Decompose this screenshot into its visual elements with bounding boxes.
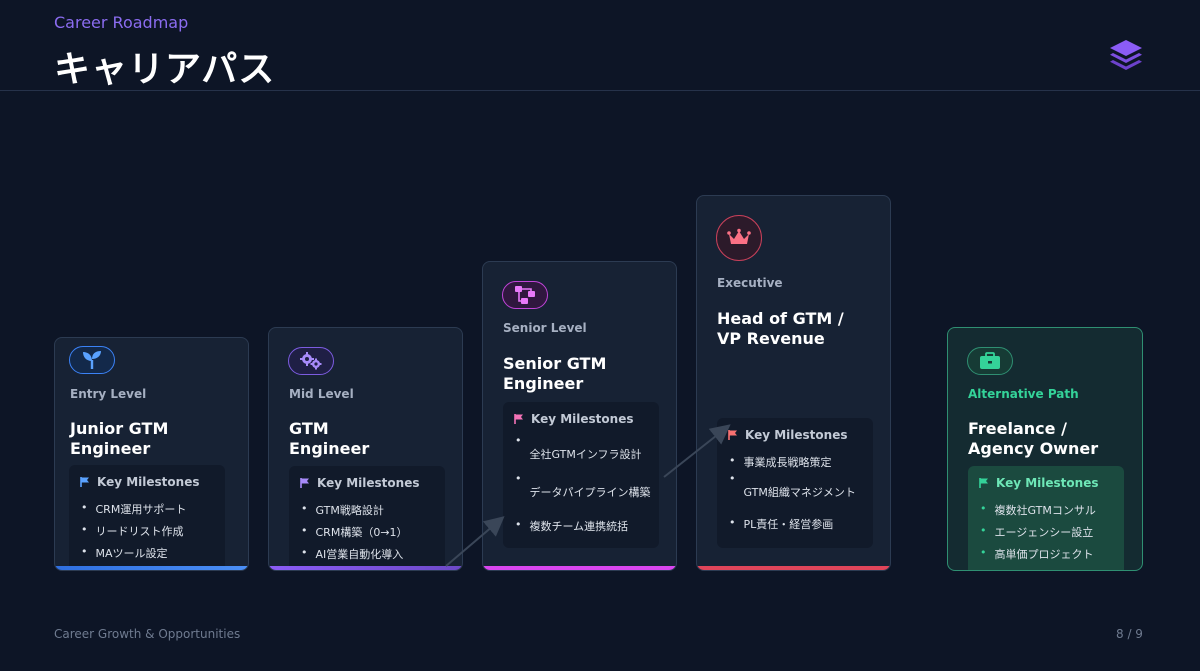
network-icon bbox=[515, 286, 535, 304]
milestone-item: •MAツール設定 bbox=[81, 545, 168, 560]
layers-icon bbox=[1110, 40, 1142, 70]
milestone-item: •CRM運用サポート bbox=[81, 501, 187, 516]
milestones-header: Key Milestones bbox=[79, 475, 199, 489]
milestone-item: •GTM組織マネジメント bbox=[729, 472, 856, 499]
role-title-line1: Head of GTM / bbox=[717, 309, 844, 328]
milestone-text: 高単価プロジェクト bbox=[994, 548, 1094, 561]
career-level: Mid Level bbox=[289, 387, 354, 401]
milestones-box: Key Milestones •全社GTMインフラ設計 •データパイプライン構築… bbox=[503, 402, 659, 548]
role-title: Junior GTM Engineer bbox=[70, 419, 168, 459]
milestone-text: AI営業自動化導入 bbox=[315, 548, 404, 561]
milestone-item: •高単価プロジェクト bbox=[980, 546, 1094, 561]
milestones-header: Key Milestones bbox=[513, 412, 633, 426]
icon-pill bbox=[967, 347, 1013, 375]
role-title-line2: Engineer bbox=[70, 439, 151, 458]
crown-icon bbox=[727, 228, 751, 244]
slide-header: Career Roadmap キャリアパス bbox=[0, 0, 1200, 91]
icon-pill bbox=[288, 347, 334, 375]
role-title-line2: VP Revenue bbox=[717, 329, 825, 348]
milestone-text: CRM運用サポート bbox=[95, 503, 187, 516]
flag-icon bbox=[514, 414, 523, 424]
role-title: Senior GTM Engineer bbox=[503, 354, 606, 394]
flag-icon bbox=[300, 478, 309, 488]
milestones-box: Key Milestones •複数社GTMコンサル •エージェンシー設立 •高… bbox=[968, 466, 1124, 570]
accent-bar bbox=[269, 566, 462, 570]
milestones-title: Key Milestones bbox=[97, 475, 200, 489]
milestone-item: •エージェンシー設立 bbox=[980, 524, 1094, 539]
flag-icon bbox=[979, 478, 988, 488]
accent-bar bbox=[55, 566, 248, 570]
accent-bar bbox=[483, 566, 676, 570]
sprout-icon bbox=[83, 351, 101, 369]
milestones-header: Key Milestones bbox=[299, 476, 419, 490]
role-title: Freelance / Agency Owner bbox=[968, 419, 1098, 459]
milestone-text: エージェンシー設立 bbox=[994, 526, 1094, 539]
footer-caption: Career Growth & Opportunities bbox=[54, 627, 241, 641]
role-title-line2: Engineer bbox=[289, 439, 370, 458]
milestones-title: Key Milestones bbox=[996, 476, 1099, 490]
milestone-text: GTM組織マネジメント bbox=[743, 486, 856, 499]
role-title-line2: Agency Owner bbox=[968, 439, 1099, 458]
icon-circle bbox=[716, 215, 762, 261]
flag-icon bbox=[728, 430, 737, 440]
milestone-item: •PL責任・経営参画 bbox=[729, 516, 834, 531]
milestone-text: 事業成長戦略策定 bbox=[743, 456, 832, 469]
milestone-text: リードリスト作成 bbox=[95, 525, 184, 538]
role-title-line1: GTM bbox=[289, 419, 329, 438]
career-card-mid: Mid Level GTM Engineer Key Milestones •G… bbox=[268, 327, 463, 571]
role-title-line1: Freelance / bbox=[968, 419, 1067, 438]
milestone-text: CRM構築（0→1） bbox=[315, 526, 408, 539]
milestones-title: Key Milestones bbox=[317, 476, 420, 490]
milestones-box: Key Milestones •GTM戦略設計 •CRM構築（0→1） •AI営… bbox=[289, 466, 445, 570]
milestone-text: 複数社GTMコンサル bbox=[994, 504, 1096, 517]
milestones-header: Key Milestones bbox=[727, 428, 847, 442]
milestone-item: •全社GTMインフラ設計 bbox=[515, 434, 642, 461]
role-title-line1: Senior GTM bbox=[503, 354, 607, 373]
slide-title: キャリアパス bbox=[54, 49, 276, 90]
milestone-item: •データパイプライン構築 bbox=[515, 472, 651, 499]
milestone-text: データパイプライン構築 bbox=[529, 486, 651, 499]
role-title: GTM Engineer bbox=[289, 419, 369, 459]
career-level: Executive bbox=[717, 276, 783, 290]
milestone-text: 複数チーム連携統括 bbox=[529, 520, 629, 533]
milestone-item: •複数社GTMコンサル bbox=[980, 502, 1096, 517]
gears-icon bbox=[300, 352, 322, 370]
page-number: 8 / 9 bbox=[1116, 627, 1143, 641]
milestone-text: PL責任・経営参画 bbox=[743, 518, 834, 531]
milestones-box: Key Milestones •事業成長戦略策定 •GTM組織マネジメント •P… bbox=[717, 418, 873, 548]
milestone-text: MAツール設定 bbox=[95, 547, 168, 560]
icon-pill bbox=[502, 281, 548, 309]
accent-bar bbox=[697, 566, 890, 570]
career-level: Senior Level bbox=[503, 321, 587, 335]
milestone-item: •複数チーム連携統括 bbox=[515, 518, 629, 533]
flag-icon bbox=[80, 477, 89, 487]
icon-pill bbox=[69, 346, 115, 374]
milestone-text: GTM戦略設計 bbox=[315, 504, 384, 517]
milestone-item: •GTM戦略設計 bbox=[301, 502, 384, 517]
milestones-title: Key Milestones bbox=[745, 428, 848, 442]
milestones-box: Key Milestones •CRM運用サポート •リードリスト作成 •MAツ… bbox=[69, 465, 225, 570]
milestone-item: •事業成長戦略策定 bbox=[729, 454, 832, 469]
role-title-line2: Engineer bbox=[503, 374, 584, 393]
career-card-junior: Entry Level Junior GTM Engineer Key Mile… bbox=[54, 337, 249, 571]
role-title: Head of GTM / VP Revenue bbox=[717, 309, 844, 349]
briefcase-icon bbox=[980, 352, 1000, 369]
career-card-executive: Executive Head of GTM / VP Revenue Key M… bbox=[696, 195, 891, 571]
milestone-text: 全社GTMインフラ設計 bbox=[529, 448, 642, 461]
milestones-header: Key Milestones bbox=[978, 476, 1098, 490]
career-card-senior: Senior Level Senior GTM Engineer Key Mil… bbox=[482, 261, 677, 571]
milestone-item: •CRM構築（0→1） bbox=[301, 524, 408, 539]
career-level: Alternative Path bbox=[968, 387, 1079, 401]
milestones-title: Key Milestones bbox=[531, 412, 634, 426]
career-level: Entry Level bbox=[70, 387, 147, 401]
milestone-item: •AI営業自動化導入 bbox=[301, 546, 404, 561]
slide-subtitle: Career Roadmap bbox=[54, 13, 189, 32]
career-card-alternative: Alternative Path Freelance / Agency Owne… bbox=[947, 327, 1143, 571]
role-title-line1: Junior GTM bbox=[70, 419, 169, 438]
milestone-item: •リードリスト作成 bbox=[81, 523, 184, 538]
